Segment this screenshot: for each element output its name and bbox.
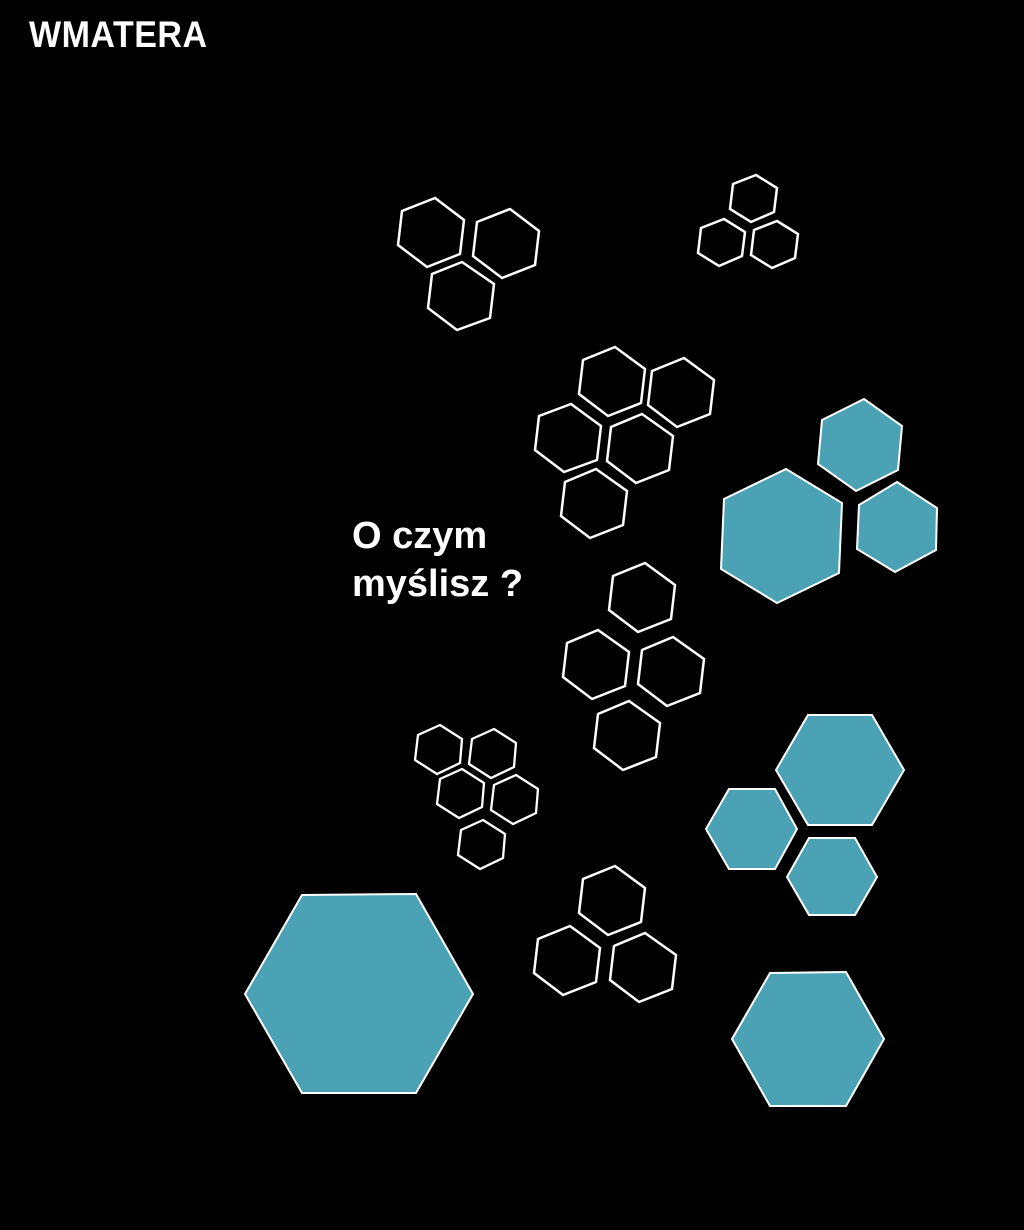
outline-hexagon bbox=[435, 767, 486, 820]
outline-hexagon bbox=[592, 699, 662, 772]
outline-hex-cluster bbox=[532, 864, 678, 1004]
outline-hexagon bbox=[608, 931, 678, 1004]
outline-hexagon bbox=[607, 561, 677, 634]
outline-hexagon bbox=[577, 345, 647, 418]
outline-hexagon bbox=[467, 727, 518, 780]
outline-hexagon bbox=[728, 173, 779, 224]
outline-hex-cluster bbox=[413, 723, 540, 871]
outline-hexagon bbox=[561, 628, 631, 701]
filled-hexagon bbox=[730, 970, 886, 1107]
outline-hexagon bbox=[646, 356, 716, 429]
filled-hexagon bbox=[243, 892, 475, 1094]
headline-line-1: O czym bbox=[352, 515, 488, 557]
outline-hex-cluster bbox=[396, 196, 541, 332]
outline-hex-cluster bbox=[561, 561, 706, 772]
outline-hexagon bbox=[577, 864, 647, 937]
outline-hexagon bbox=[426, 260, 496, 332]
headline: O czym myślisz ? bbox=[352, 512, 612, 608]
filled-hexagon bbox=[704, 788, 799, 870]
filled-hexagon bbox=[774, 714, 906, 826]
outline-hexagon bbox=[559, 467, 629, 540]
outline-hexagon bbox=[696, 217, 747, 268]
outline-hex-cluster bbox=[533, 345, 716, 540]
outline-hexagon bbox=[749, 219, 800, 270]
filled-hex-cluster bbox=[243, 892, 475, 1094]
outline-hexagon bbox=[396, 196, 466, 269]
filled-hexagon bbox=[855, 480, 939, 574]
filled-hex-cluster bbox=[730, 970, 886, 1107]
outline-hexagon bbox=[636, 635, 706, 708]
filled-hexagon bbox=[816, 397, 904, 493]
outline-hexagon bbox=[605, 412, 675, 485]
outline-hexagon bbox=[489, 773, 540, 826]
filled-hex-cluster bbox=[719, 397, 939, 605]
outline-hexagon bbox=[533, 402, 603, 474]
filled-hex-cluster bbox=[704, 714, 906, 916]
outline-hexagon bbox=[456, 818, 507, 871]
filled-hexagon bbox=[785, 837, 879, 916]
brand-logo: WMATERA bbox=[29, 14, 208, 56]
filled-hexagon bbox=[719, 467, 844, 605]
outline-hex-cluster bbox=[696, 173, 800, 270]
outline-hexagon bbox=[471, 207, 541, 280]
outline-hexagon bbox=[532, 924, 602, 997]
headline-line-2: myślisz ? bbox=[352, 563, 524, 605]
outline-hexagon bbox=[413, 723, 464, 776]
